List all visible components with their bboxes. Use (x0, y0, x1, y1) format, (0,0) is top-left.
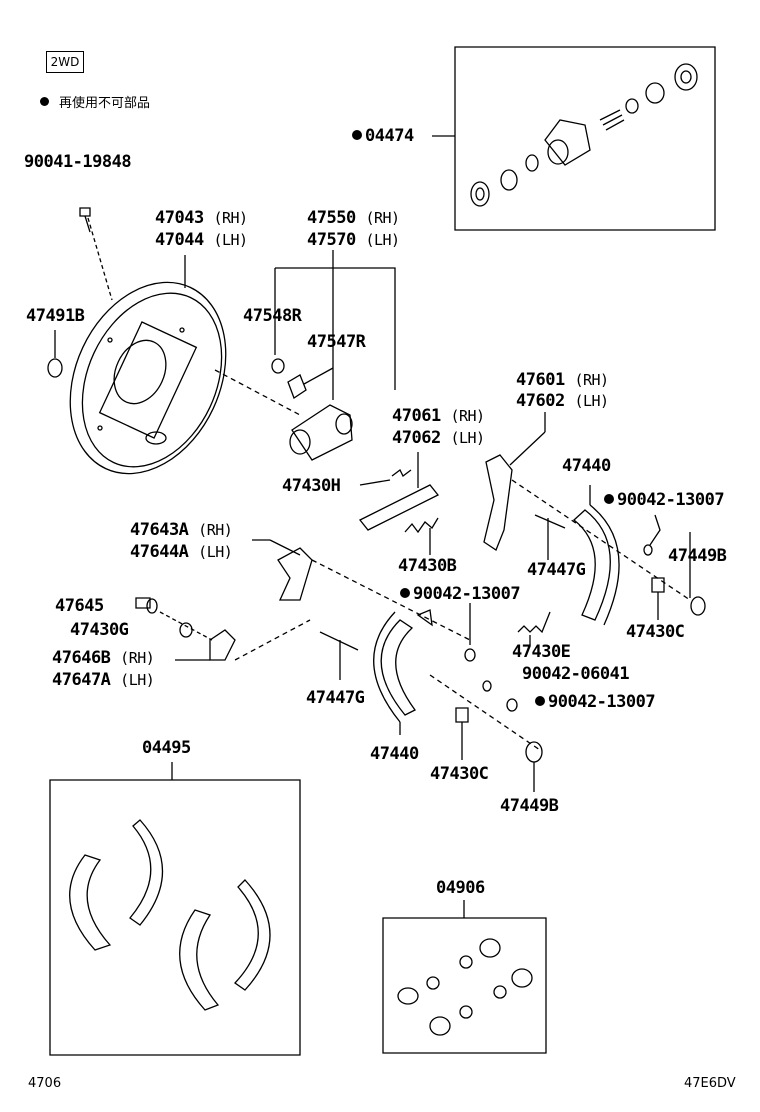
label-47447g-left[interactable]: 47447G (306, 688, 365, 708)
label-90042-13007-b[interactable]: 90042-13007 (400, 584, 521, 604)
label-47449b-left[interactable]: 47449B (500, 796, 559, 816)
label-47430e[interactable]: 47430E (512, 642, 571, 662)
label-47430h[interactable]: 47430H (282, 476, 341, 496)
label-47062[interactable]: 47062 (LH) (392, 428, 485, 448)
cap-47548r (272, 359, 284, 373)
washer-90042-c (483, 681, 491, 691)
lever-47601 (484, 455, 512, 550)
wheel-cylinder-kit-parts (471, 64, 697, 206)
spring-47430b (405, 518, 438, 532)
figure-code: 47E6DV (684, 1076, 736, 1091)
label-47570[interactable]: 47570 (LH) (307, 230, 400, 250)
variant-badge: 2WD (46, 51, 84, 73)
pin-47447g-left (320, 632, 358, 680)
label-04495[interactable]: 04495 (142, 738, 191, 758)
lever-47646b (210, 630, 235, 660)
label-47449b-right[interactable]: 47449B (668, 546, 727, 566)
label-47548r[interactable]: 47548R (243, 306, 302, 326)
clip-90042-right (644, 545, 652, 555)
page-code: 4706 (28, 1076, 62, 1091)
spring-47430c-left (456, 708, 468, 722)
label-47643a[interactable]: 47643A (RH) (130, 520, 233, 540)
bullet-icon (604, 494, 614, 504)
label-47440-left[interactable]: 47440 (370, 744, 419, 764)
label-04474[interactable]: 04474 (352, 126, 414, 146)
label-47430c-left[interactable]: 47430C (430, 764, 489, 784)
label-47601[interactable]: 47601 (RH) (516, 370, 609, 390)
brake-shoe-right (574, 505, 619, 625)
wheel-cylinder (290, 405, 352, 460)
label-90042-13007-a[interactable]: 90042-13007 (604, 490, 725, 510)
washer-47449b-right (691, 597, 705, 615)
spring-47430h (392, 470, 411, 476)
label-90042-06041[interactable]: 90042-06041 (522, 664, 630, 684)
clip-90042-d (507, 699, 517, 711)
label-04906[interactable]: 04906 (436, 878, 485, 898)
label-47440-right[interactable]: 47440 (562, 456, 611, 476)
label-47645[interactable]: 47645 (55, 596, 104, 616)
pin-47447g-right (535, 515, 565, 560)
strut-47061 (360, 485, 438, 530)
backing-plate (40, 257, 255, 499)
lever-47643a (278, 548, 312, 600)
label-47430c-right[interactable]: 47430C (626, 622, 685, 642)
label-47044[interactable]: 47044 (LH) (155, 230, 248, 250)
washer-47430g (180, 623, 192, 637)
label-47646b[interactable]: 47646B (RH) (52, 648, 155, 668)
label-47644a[interactable]: 47644A (LH) (130, 542, 233, 562)
label-47491b[interactable]: 47491B (26, 306, 85, 326)
label-47602[interactable]: 47602 (LH) (516, 391, 609, 411)
washer-47449b-left (526, 742, 542, 762)
bullet-icon (40, 97, 49, 106)
bullet-icon (535, 696, 545, 706)
brake-shoe-left (374, 610, 432, 722)
label-90041-19848[interactable]: 90041-19848 (24, 152, 132, 172)
kit-box-04474 (455, 47, 715, 230)
plug-47491b (48, 359, 62, 377)
pin-47645 (136, 598, 157, 613)
bleeder-47547r (288, 375, 306, 398)
bullet-icon (400, 588, 410, 598)
bracket-47550 (275, 268, 395, 390)
kit-box-04495 (50, 780, 300, 1055)
label-90042-13007-c[interactable]: 90042-13007 (535, 692, 656, 712)
spring-47430c-right (652, 578, 664, 592)
label-47061[interactable]: 47061 (RH) (392, 406, 485, 426)
bullet-icon (352, 130, 362, 140)
clip-90042-b (465, 649, 475, 661)
label-47430g[interactable]: 47430G (70, 620, 129, 640)
kit-box-04906 (383, 918, 546, 1053)
spring-47430e (518, 612, 550, 632)
label-47547r[interactable]: 47547R (307, 332, 366, 352)
label-47447g-right[interactable]: 47447G (527, 560, 586, 580)
seal-kit-parts (398, 939, 532, 1035)
label-47647a[interactable]: 47647A (LH) (52, 670, 155, 690)
label-47550[interactable]: 47550 (RH) (307, 208, 400, 228)
label-47430b[interactable]: 47430B (398, 556, 457, 576)
legend: 再使用不可部品 (40, 92, 150, 111)
bolt-90041 (80, 208, 90, 232)
shoe-kit-parts (70, 820, 270, 1010)
label-47043[interactable]: 47043 (RH) (155, 208, 248, 228)
legend-text: 再使用不可部品 (59, 96, 151, 111)
